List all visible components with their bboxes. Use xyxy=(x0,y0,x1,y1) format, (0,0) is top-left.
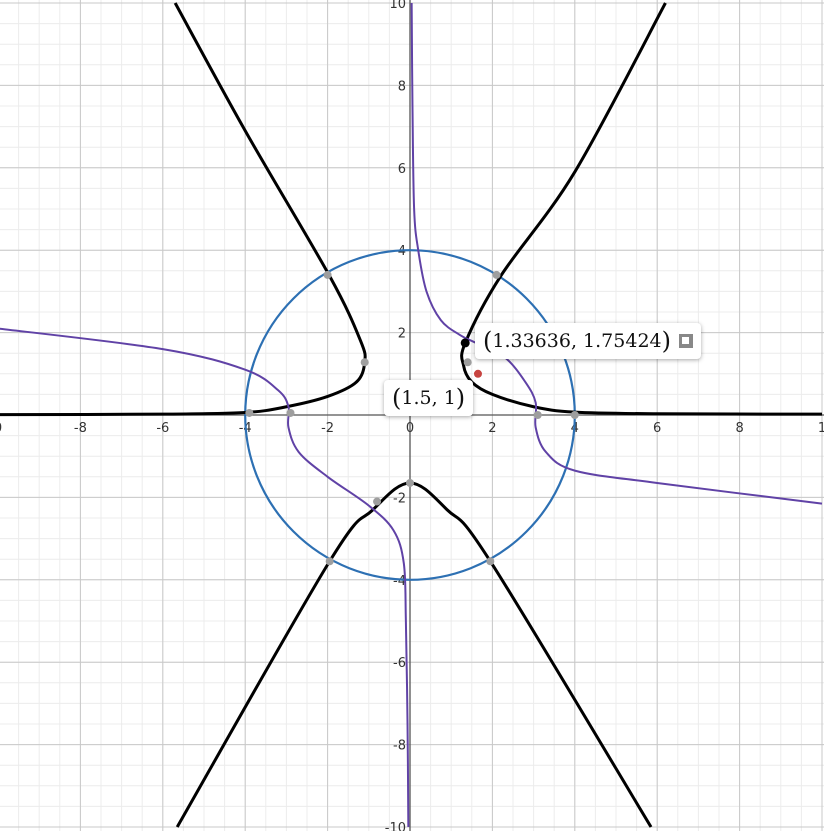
point-label-2[interactable]: (1.33636, 1.75424) xyxy=(475,323,701,359)
y-tick-label: -8 xyxy=(393,739,406,754)
intersection-point xyxy=(360,358,369,367)
intersection-point xyxy=(492,270,501,279)
y-tick-label: -4 xyxy=(393,574,406,589)
hyperbola-upper-left xyxy=(0,2,367,417)
intersection-point xyxy=(570,411,579,419)
x-tick-label: -6 xyxy=(156,421,169,436)
intersection-point xyxy=(325,557,334,566)
selected-point xyxy=(460,338,470,348)
intersection-point xyxy=(463,358,472,367)
hyperbola-lower xyxy=(175,481,653,828)
x-tick-label: -8 xyxy=(74,421,87,436)
intersection-point xyxy=(406,478,414,487)
y-tick-label: 2 xyxy=(398,327,406,342)
point-label-1-x: 1.5 xyxy=(401,387,432,409)
intersection-point xyxy=(245,408,254,417)
x-tick-label: 1 xyxy=(818,421,824,436)
x-tick-label: 0 xyxy=(406,421,414,436)
intersection-point xyxy=(323,270,332,279)
red-point xyxy=(473,369,482,378)
y-tick-label: 4 xyxy=(398,244,406,259)
y-tick-label: -10 xyxy=(385,821,406,831)
point-label-2-x: 1.33636 xyxy=(492,330,571,352)
y-tick-label: 6 xyxy=(398,162,406,177)
x-tick-label: 6 xyxy=(653,421,661,436)
x-tick-label: -2 xyxy=(321,421,334,436)
x-tick-label: 0 xyxy=(0,421,2,436)
point-label-2-y: 1.75424 xyxy=(583,330,662,352)
y-tick-label: 10 xyxy=(389,0,406,12)
intersection-point xyxy=(486,557,495,566)
intersection-point xyxy=(286,408,295,417)
y-tick-label: -2 xyxy=(393,491,406,506)
point-label-1[interactable]: (1.5, 1) xyxy=(384,380,474,416)
intersection-point xyxy=(373,497,382,506)
y-tick-label: 8 xyxy=(398,79,406,94)
purple-curve xyxy=(0,327,410,828)
y-tick-label: -6 xyxy=(393,656,406,671)
point-label-1-y: 1 xyxy=(443,387,456,409)
intersection-point xyxy=(533,411,542,419)
copy-icon[interactable] xyxy=(679,334,693,348)
x-tick-label: 8 xyxy=(735,421,743,436)
x-tick-label: 2 xyxy=(488,421,496,436)
